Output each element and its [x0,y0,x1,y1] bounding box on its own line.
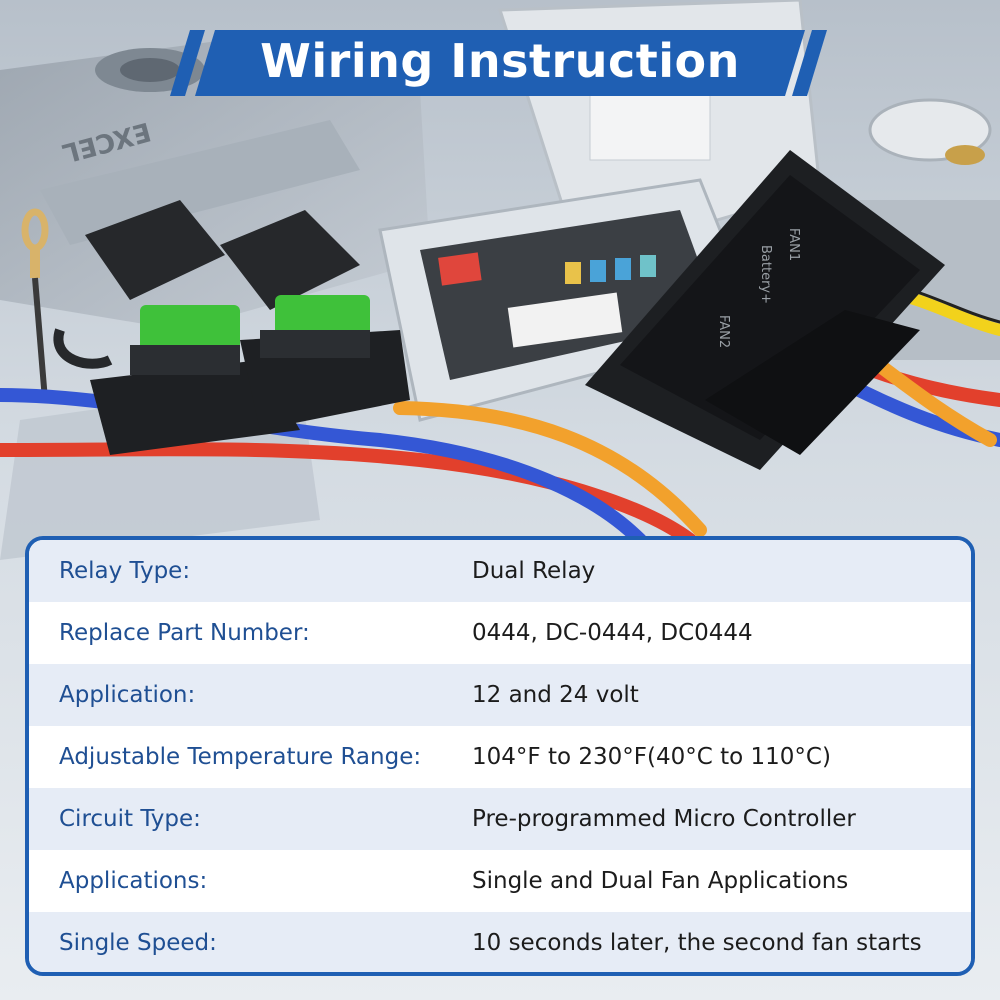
spec-value: 12 and 24 volt [472,682,639,708]
spec-label: Applications: [59,868,208,894]
spec-row: Adjustable Temperature Range: 104°F to 2… [29,726,971,788]
spec-row: Application: 12 and 24 volt [29,664,971,726]
spec-value: 0444, DC-0444, DC0444 [472,620,753,646]
title-banner [170,30,827,96]
spec-row: Single Speed: 10 seconds later, the seco… [29,912,971,972]
connector-label-battery: Battery+ [758,245,773,304]
page-title: Wiring Instruction [260,34,740,88]
spec-label: Adjustable Temperature Range: [59,744,422,770]
relay-connector [585,150,945,470]
spec-value: Dual Relay [472,558,596,584]
spec-label: Single Speed: [59,930,217,956]
connector-label-fan1: FAN1 [786,228,801,261]
spec-value: 10 seconds later, the second fan starts [472,930,922,956]
connector-label-fan2: FAN2 [716,315,731,348]
fuse-holders [53,200,410,455]
ring-terminal [21,208,49,401]
spec-row: Applications: Single and Dual Fan Applic… [29,850,971,912]
spec-row: Circuit Type: Pre-programmed Micro Contr… [29,788,971,850]
banner-accent-left [170,30,205,96]
spec-row: Replace Part Number: 0444, DC-0444, DC04… [29,602,971,664]
spec-label: Relay Type: [59,558,191,584]
spec-label: Replace Part Number: [59,620,310,646]
spec-value: Single and Dual Fan Applications [472,868,849,894]
spec-row: Relay Type: Dual Relay [29,540,971,602]
spec-label: Application: [59,682,196,708]
spec-label: Circuit Type: [59,806,201,832]
spec-value: Pre-programmed Micro Controller [472,806,856,832]
connector-labels: FAN1 Battery+ FAN2 [716,228,801,348]
spec-table: Relay Type: Dual Relay Replace Part Numb… [25,536,975,976]
banner-accent-right [792,30,827,96]
spec-value: 104°F to 230°F(40°C to 110°C) [472,744,831,770]
banner-background [195,30,805,96]
